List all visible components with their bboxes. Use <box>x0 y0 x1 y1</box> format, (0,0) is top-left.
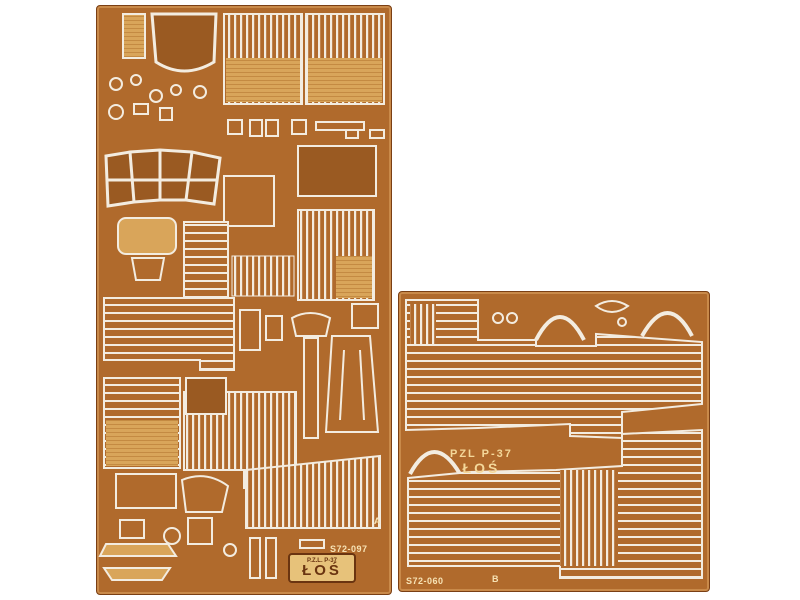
los-logo-plate: P.Z.L. P-37 ŁOŚ <box>288 553 356 583</box>
logo-line-1: P.Z.L. P-37 <box>307 558 337 564</box>
fret-a-marker: A <box>374 516 381 526</box>
etched-aircraft-name: PZL P-37 ŁOŚ <box>450 448 513 476</box>
etched-line-2: ŁOŚ <box>462 460 501 476</box>
fret-b-marker: B <box>492 574 499 584</box>
etched-line-1: PZL P-37 <box>450 448 513 460</box>
logo-line-2: ŁOŚ <box>302 562 342 579</box>
fret-a-parts <box>98 12 385 581</box>
fret-b-code: S72-060 <box>406 576 444 586</box>
fret-a-code: S72-097 <box>330 544 368 554</box>
fret-b-parts <box>405 299 703 579</box>
